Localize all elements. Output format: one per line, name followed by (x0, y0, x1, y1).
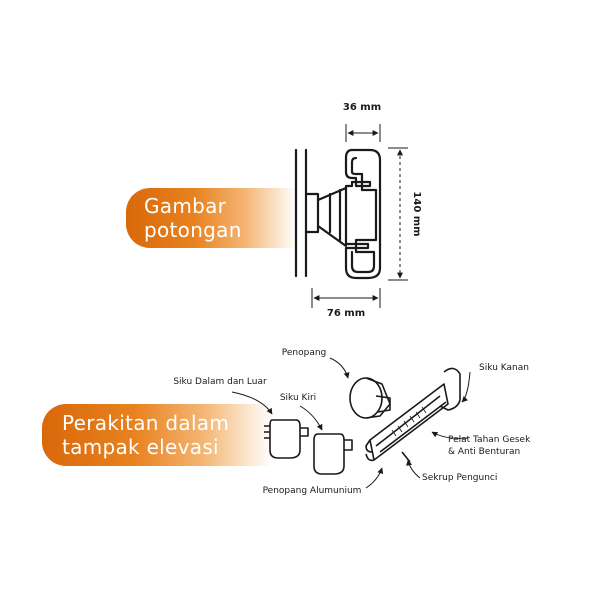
callout-siku-kiri: Siku Kiri (280, 393, 316, 403)
sekrup-pengunci-part (401, 451, 411, 463)
cross-section-profile (294, 148, 382, 280)
dimension-height: 140 mm (388, 147, 422, 281)
handrail-assembly (365, 367, 461, 462)
label-perakitan-line1: Perakitan dalam (62, 411, 230, 435)
support-web (328, 188, 342, 242)
dimension-width-top: 36 mm (343, 102, 381, 142)
dim-76mm-text: 76 mm (327, 308, 365, 319)
callout-penopang-alumunium: Penopang Alumunium (263, 486, 362, 496)
dimension-width-bottom: 76 mm (311, 288, 381, 319)
label-gambar-potongan: Gambar potongan (126, 188, 296, 248)
label-perakitan-tampak-elevasi: Perakitan dalam tampak elevasi (42, 404, 272, 466)
siku-kiri-part (313, 433, 353, 475)
handrail-tube-outer (344, 148, 382, 280)
callout-siku-dalam-luar: Siku Dalam dan Luar (173, 377, 267, 387)
handrail-body (369, 383, 449, 461)
label-gambar-potongan-line1: Gambar (144, 194, 227, 218)
handrail-tube-inner (350, 156, 378, 274)
support-arms (316, 186, 348, 248)
mounting-plate (304, 192, 320, 234)
callout-penopang: Penopang (282, 348, 327, 358)
pelat-tahan-gesek-part (391, 406, 427, 437)
callout-siku-kanan: Siku Kanan (479, 363, 529, 373)
callout-pelat-line1: Pelat Tahan Gesek (448, 435, 531, 445)
label-gambar-potongan-line2: potongan (144, 218, 242, 242)
handrail-strip (375, 395, 441, 447)
label-perakitan-line2: tampak elevasi (62, 435, 219, 459)
callout-leaders (231, 357, 471, 489)
dim-140mm-text: 140 mm (411, 191, 422, 236)
siku-dalam-luar-part (264, 419, 309, 459)
dim-36mm-text: 36 mm (343, 102, 381, 113)
callout-sekrup-pengunci: Sekrup Pengunci (422, 473, 497, 483)
penopang-part (349, 377, 391, 419)
callout-pelat-line2: & Anti Benturan (448, 447, 520, 457)
